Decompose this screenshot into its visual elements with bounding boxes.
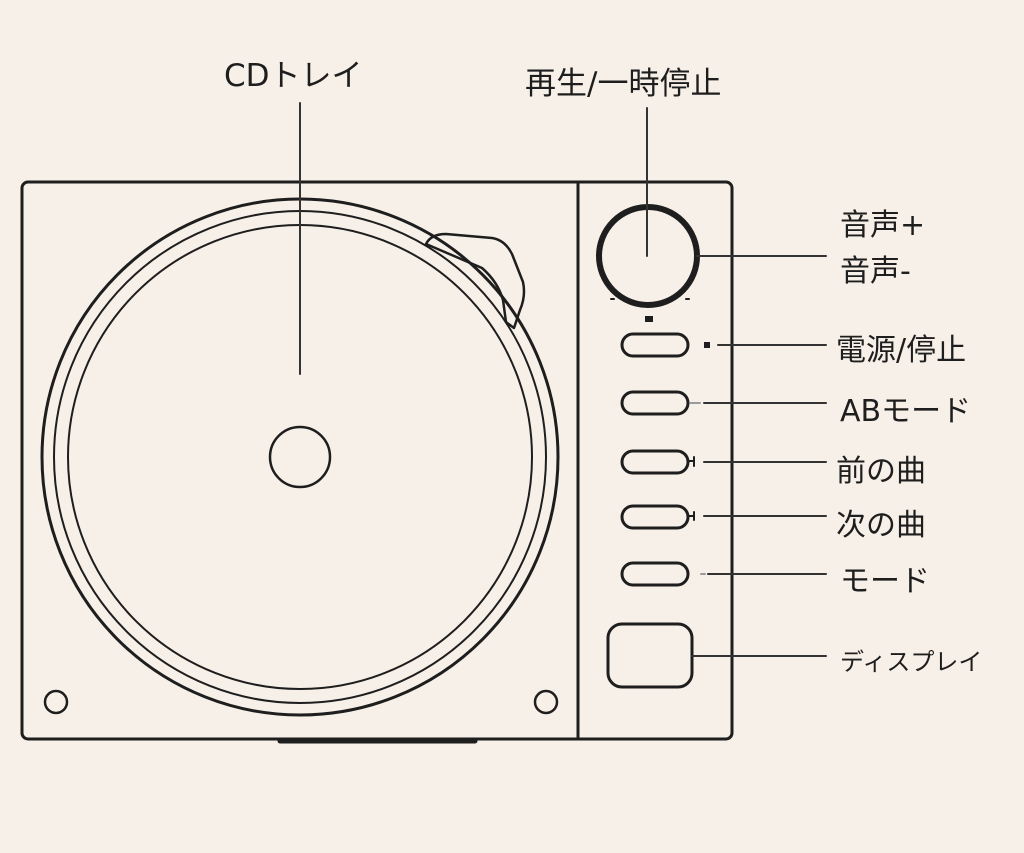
ab-mode-button[interactable] [620,390,690,416]
mode-button[interactable] [620,561,690,587]
label-power-stop: 電源/停止 [836,333,967,368]
label-display: ディスプレイ [840,648,983,676]
label-mode: モード [840,564,930,599]
screw-right [533,689,559,715]
label-play-pause: 再生/一時停止 [525,66,722,102]
prev-icon [687,456,695,467]
stop-icon [704,342,710,348]
label-prev-track: 前の曲 [836,454,926,489]
label-ab-mode: ABモード [840,394,972,429]
tray-lid-tab [424,232,526,330]
next-track-button[interactable] [620,504,690,530]
prev-track-button[interactable] [620,449,690,475]
label-volume-up: 音声+ [840,208,926,243]
next-icon [687,511,695,521]
label-cd-tray: CDトレイ [224,58,363,94]
screw-left [43,689,69,715]
spindle [268,425,332,489]
play-pause-icon [645,316,653,322]
power-stop-button[interactable] [620,332,690,358]
label-next-track: 次の曲 [836,508,926,543]
display-button[interactable] [606,622,694,689]
label-volume-down: 音声- [840,254,911,289]
